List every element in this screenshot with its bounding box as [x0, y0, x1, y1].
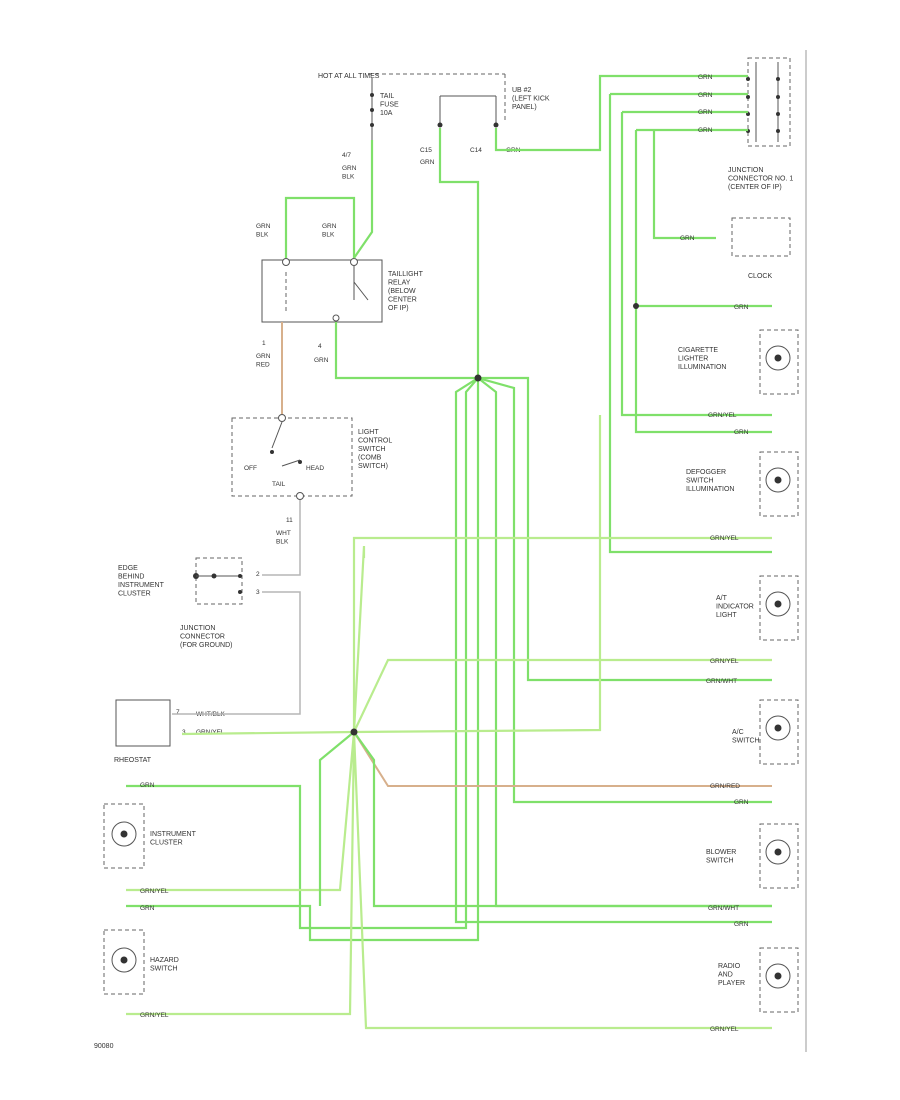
light-control-switch	[231, 414, 353, 500]
wire-label-def-grn: GRN	[734, 429, 749, 436]
wire-label-j1-2: GRN	[698, 92, 713, 99]
wire-label-ac-grnwht: GRN/WHT	[706, 678, 737, 685]
radio-bulb	[759, 947, 799, 1013]
wire-label-c15-grn: GRN	[420, 159, 435, 166]
wire-label-def-grnyel: GRN/YEL	[710, 535, 739, 542]
wire-label-rheostat-grn-yel: GRN/YEL	[196, 729, 225, 736]
wire-label-hz-grnyel: GRN/YEL	[140, 1012, 169, 1019]
wire-label-ac-grnred: GRN/RED	[710, 783, 740, 790]
instrument-cluster-bulb	[103, 803, 145, 869]
wire-label-hz-grn: GRN	[140, 905, 155, 912]
pin-c15: C15	[420, 147, 432, 154]
wire-label-cig-grnyel: GRN/YEL	[708, 412, 737, 419]
hazard-switch-bulb	[103, 929, 145, 995]
cigarette-lighter-bulb	[759, 329, 799, 395]
rheostat	[115, 699, 171, 747]
wire-label-j1-4: GRN	[698, 127, 713, 134]
wire-label-j1-1: GRN	[698, 74, 713, 81]
wire-label-clock: GRN	[680, 235, 695, 242]
pin-4-relay: 4	[318, 343, 322, 350]
wire-label-j1-3: GRN	[698, 109, 713, 116]
wire-label-cig-grn: GRN	[734, 304, 749, 311]
wires	[126, 74, 772, 1030]
wire-label-ic-grn: GRN	[140, 782, 155, 789]
rheostat-label: RHEOSTAT	[114, 757, 152, 764]
blower-switch-bulb	[759, 823, 799, 889]
junction-connector-no1	[746, 57, 791, 147]
hot-at-all-times-label: HOT AT ALL TIMES	[318, 73, 380, 80]
pin-ground-b: 3	[256, 589, 260, 596]
pin-ground-a: 2	[256, 571, 260, 578]
wire-label-ic-grnyel: GRN/YEL	[140, 888, 169, 895]
tail-fuse	[368, 73, 506, 140]
clock-label: CLOCK	[748, 273, 772, 280]
pin-rheostat-3: 3	[182, 729, 186, 736]
switch-head-label: HEAD	[306, 465, 324, 472]
right-wire-labels: GRN GRN GRN GRN GRN GRN GRN/YEL GRN GRN/…	[140, 74, 749, 1033]
ground-junction-connector	[193, 557, 243, 605]
splice-c	[633, 303, 639, 309]
wire-label-radio-grn: GRN	[734, 921, 749, 928]
splice-a	[474, 374, 482, 382]
wire-label-relay-grn: GRN	[314, 357, 329, 364]
pin-rheostat-7: 7	[176, 709, 180, 716]
pin-1-relay: 1	[262, 340, 266, 347]
switch-tail-label: TAIL	[272, 481, 286, 488]
pin-11: 11	[286, 517, 293, 524]
defogger-switch-bulb	[759, 451, 799, 517]
switch-off-label: OFF	[244, 465, 257, 472]
wire-label-at-grnyel: GRN/YEL	[710, 658, 739, 665]
taillight-relay	[261, 258, 383, 323]
pin-c14: C14	[470, 147, 482, 154]
at-indicator-bulb	[759, 575, 799, 641]
wire-label-blower-grnwht: GRN/WHT	[708, 905, 739, 912]
clock	[731, 217, 791, 257]
wire-label-radio-grnyel: GRN/YEL	[710, 1026, 739, 1033]
splice-b	[350, 728, 358, 736]
figure-id: 90080	[94, 1043, 114, 1050]
ub2-connector	[437, 95, 499, 128]
wire-label-blower-grn: GRN	[734, 799, 749, 806]
ac-switch-bulb	[759, 699, 799, 765]
pin-4-7: 4/7	[342, 152, 351, 159]
